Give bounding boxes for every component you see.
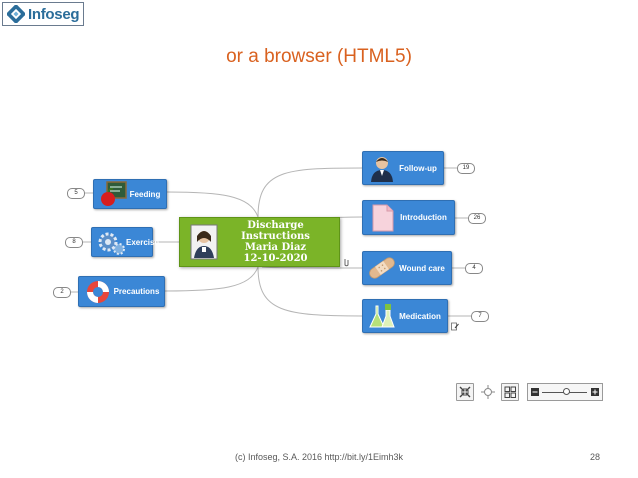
document-icon: [372, 204, 394, 231]
node-follow-up[interactable]: Follow-up: [362, 151, 444, 185]
node-count-badge[interactable]: 2: [53, 287, 71, 298]
node-count-badge[interactable]: 7: [471, 311, 489, 322]
node-count-badge[interactable]: 19: [457, 163, 475, 174]
node-wound-care[interactable]: Wound care: [362, 251, 452, 285]
node-count-badge[interactable]: 5: [67, 188, 85, 199]
node-label: Introduction: [400, 213, 447, 222]
doctor-icon: [371, 157, 393, 182]
node-count-badge[interactable]: 26: [468, 213, 486, 224]
central-title: Discharge Instructions: [241, 220, 310, 242]
bandage-icon: [369, 257, 395, 279]
node-count-badge[interactable]: 4: [465, 263, 483, 274]
center-icon: [481, 385, 495, 399]
apple-chalkboard-icon: [101, 181, 127, 206]
central-patient-name: Maria Diaz: [244, 242, 307, 253]
infoseg-logo-icon: [7, 5, 25, 23]
node-introduction[interactable]: Introduction: [362, 200, 455, 235]
attachment-icon[interactable]: [343, 258, 350, 267]
node-label: Feeding: [129, 189, 161, 199]
gears-icon: [98, 232, 125, 255]
zoom-control[interactable]: [527, 383, 603, 401]
nurse-avatar-icon: [190, 224, 218, 260]
grid-view-icon: [504, 386, 516, 398]
center-button[interactable]: [481, 385, 495, 399]
fit-to-screen-icon: [459, 386, 471, 398]
node-label: Wound care: [399, 263, 445, 273]
edit-note-icon[interactable]: [451, 322, 459, 331]
central-node-discharge-instructions[interactable]: Discharge Instructions Maria Diaz 12-10-…: [179, 217, 340, 267]
node-count-badge[interactable]: 8: [65, 237, 83, 248]
node-exercise[interactable]: Exercise: [91, 227, 159, 257]
node-label: Medication: [399, 311, 441, 321]
node-label: Exercise: [126, 237, 159, 247]
zoom-out-icon[interactable]: [531, 388, 539, 396]
zoom-slider-thumb[interactable]: [563, 388, 571, 395]
node-precautions[interactable]: Precautions: [78, 276, 165, 307]
infoseg-logo: Infoseg: [2, 2, 84, 26]
footer-copyright: (c) Infoseg, S.A. 2016 http://bit.ly/1Ei…: [234, 452, 404, 462]
page-number: 28: [589, 452, 600, 462]
node-label: Follow-up: [399, 163, 437, 173]
node-feeding[interactable]: Feeding: [93, 179, 167, 209]
zoom-in-icon[interactable]: [591, 388, 599, 396]
flask-icon: [369, 304, 395, 328]
fit-to-screen-button[interactable]: [456, 383, 474, 401]
grid-view-button[interactable]: [501, 383, 519, 401]
central-date: 12-10-2020: [243, 253, 308, 264]
logo-text: Infoseg: [28, 5, 80, 23]
lifebuoy-icon: [87, 280, 109, 303]
node-label: Precautions: [113, 287, 160, 296]
slide-title: or a browser (HTML5): [226, 46, 412, 67]
node-medication[interactable]: Medication: [362, 299, 448, 333]
